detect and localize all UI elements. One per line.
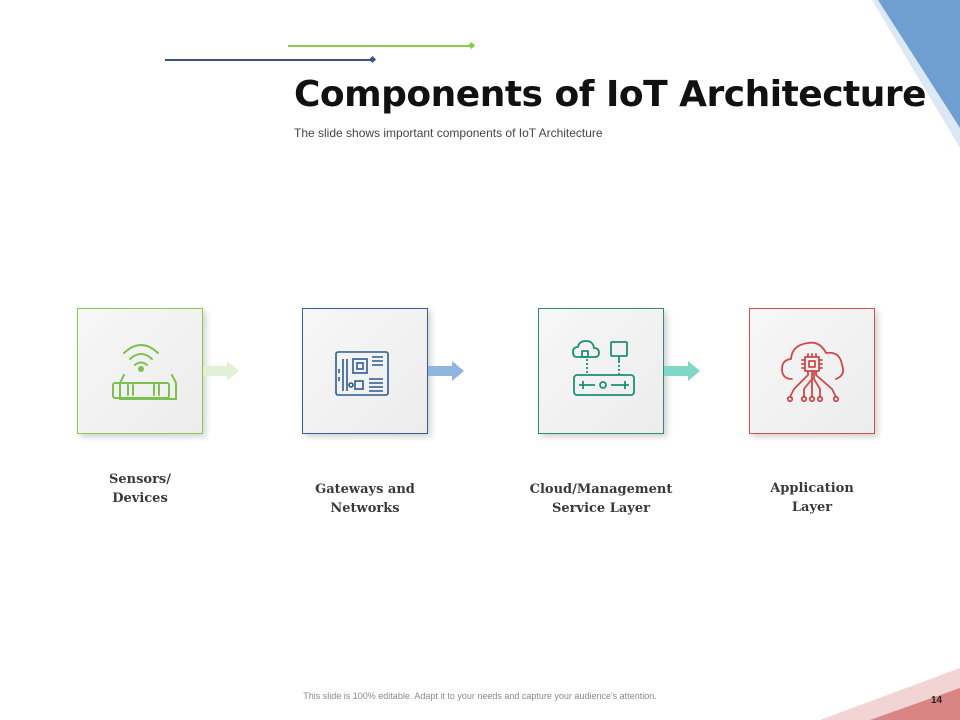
- flow-arrow-1: [203, 361, 239, 381]
- cloud-chip-icon: [781, 341, 845, 403]
- wifi-router-icon: [112, 344, 177, 400]
- component-label-cloud: Cloud/Management Service Layer: [529, 482, 673, 516]
- slide-subtitle: The slide shows important components of …: [294, 126, 603, 140]
- component-label-application: Application Layer: [770, 481, 854, 515]
- component-card-sensors[interactable]: [77, 308, 203, 434]
- flow-arrow-3: [664, 361, 700, 381]
- component-label-sensors: Sensors/ Devices: [108, 472, 172, 506]
- page-number: 14: [931, 695, 943, 706]
- cloud-server-icon: [572, 340, 635, 396]
- component-label-gateways: Gateways and Networks: [315, 482, 415, 516]
- flow-arrow-2: [428, 361, 464, 381]
- corner-decoration-bottom: [820, 668, 960, 720]
- title-accent-lines: [165, 41, 476, 64]
- component-card-application[interactable]: [749, 308, 875, 434]
- circuit-board-icon: [335, 351, 389, 396]
- corner-decoration-top: [872, 0, 960, 148]
- slide-title: Components of IoT Architecture: [294, 74, 927, 115]
- component-card-gateways[interactable]: [302, 308, 428, 434]
- footer-note: This slide is 100% editable. Adapt it to…: [303, 691, 657, 701]
- component-card-cloud[interactable]: [538, 308, 664, 434]
